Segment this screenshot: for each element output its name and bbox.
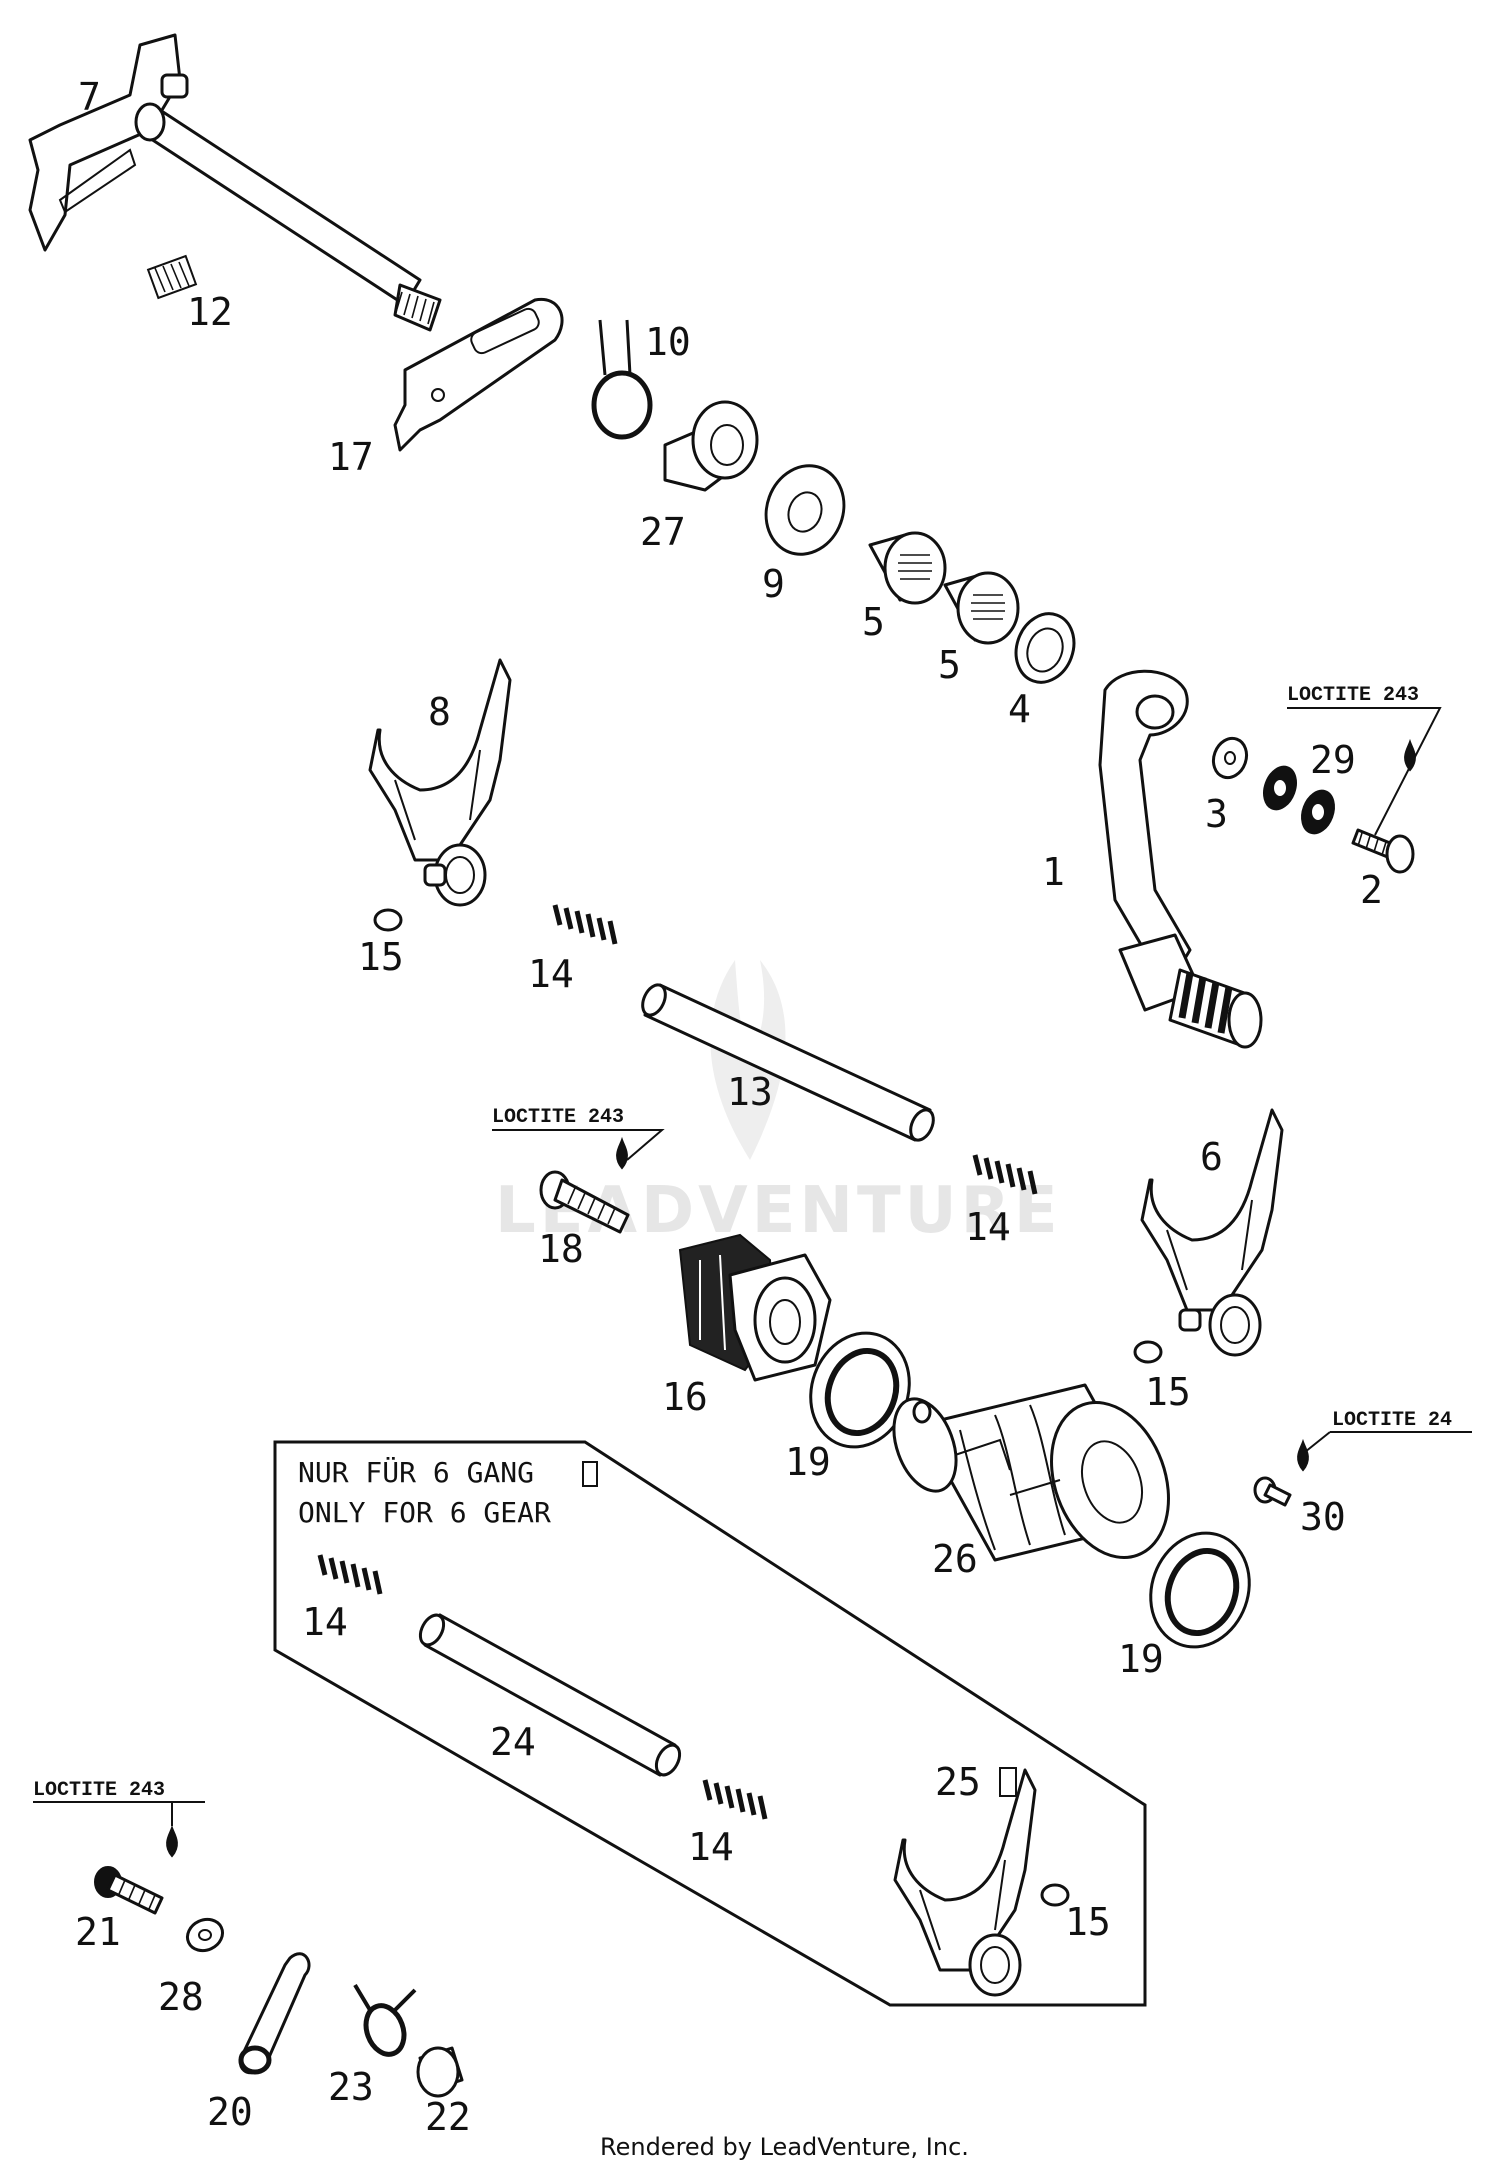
label-17: 17 bbox=[328, 435, 374, 479]
part-26-shift-drum bbox=[892, 1383, 1170, 1562]
part-27-guide bbox=[663, 400, 759, 492]
label-4: 4 bbox=[1008, 687, 1031, 731]
note-line-1: NUR FÜR 6 GANG bbox=[298, 1455, 534, 1489]
part-4-seal-ring bbox=[1014, 612, 1076, 684]
label-2: 2 bbox=[1360, 868, 1383, 912]
label-25: 25 bbox=[935, 1760, 981, 1804]
label-14c: 14 bbox=[302, 1600, 348, 1644]
part-22-roller bbox=[416, 2046, 464, 2098]
part-14-spring-a bbox=[552, 904, 618, 945]
part-5-bearing-b bbox=[943, 571, 1020, 645]
label-9: 9 bbox=[762, 562, 785, 606]
part-19-bearing-b bbox=[1149, 1531, 1251, 1649]
part-15-roller-b bbox=[1133, 1340, 1163, 1364]
loctite-text-bottom-left: LOCTITE 243 bbox=[33, 1779, 165, 1802]
label-15b: 15 bbox=[1145, 1370, 1191, 1414]
loctite-text-top-right: LOCTITE 243 bbox=[1287, 684, 1419, 707]
label-29: 29 bbox=[1310, 738, 1356, 782]
part-24-shaft bbox=[418, 1613, 682, 1777]
part-16-drum-locating bbox=[678, 1233, 832, 1382]
label-15c: 15 bbox=[1065, 1900, 1111, 1944]
label-5b: 5 bbox=[938, 643, 961, 687]
label-13: 13 bbox=[727, 1070, 773, 1114]
label-18: 18 bbox=[538, 1227, 584, 1271]
label-10: 10 bbox=[645, 320, 691, 364]
label-19b: 19 bbox=[1118, 1637, 1164, 1681]
loctite-leader-top-right bbox=[1287, 707, 1442, 836]
label-14d: 14 bbox=[688, 1825, 734, 1869]
part-1-shift-lever bbox=[1098, 669, 1263, 1049]
part-14-spring-d bbox=[702, 1779, 768, 1820]
label-14a: 14 bbox=[528, 952, 574, 996]
label-3: 3 bbox=[1205, 792, 1228, 836]
part-29-nut-b bbox=[1301, 789, 1335, 835]
part-30-screw bbox=[1253, 1476, 1292, 1507]
label-1: 1 bbox=[1042, 850, 1065, 894]
part-29-nut-a bbox=[1263, 765, 1297, 811]
label-7: 7 bbox=[78, 75, 101, 119]
label-5a: 5 bbox=[862, 600, 885, 644]
part-5-bearing-a bbox=[868, 531, 947, 605]
label-14b: 14 bbox=[965, 1205, 1011, 1249]
part-14-spring-b bbox=[972, 1154, 1038, 1195]
footer-credit: Rendered by LeadVenture, Inc. bbox=[600, 2133, 969, 2161]
part-15-roller-a bbox=[373, 908, 403, 932]
loctite-leader-right bbox=[1304, 1431, 1472, 1453]
part-10-spring-clip bbox=[591, 319, 653, 440]
label-28: 28 bbox=[158, 1975, 204, 2019]
part-6-shift-fork bbox=[1140, 1108, 1284, 1357]
loctite-drop-right bbox=[1297, 1438, 1309, 1472]
part-25-placeholder-box bbox=[999, 1767, 1017, 1797]
part-7-shift-shaft bbox=[28, 33, 442, 332]
part-14-spring-c bbox=[317, 1554, 383, 1595]
label-20: 20 bbox=[207, 2090, 253, 2134]
label-26: 26 bbox=[932, 1537, 978, 1581]
label-30: 30 bbox=[1300, 1495, 1346, 1539]
part-3-washer bbox=[1211, 736, 1249, 780]
label-24: 24 bbox=[490, 1720, 536, 1764]
loctite-drop-bottom-left bbox=[166, 1824, 178, 1858]
loctite-leader-bottom-left bbox=[33, 1801, 205, 1826]
label-19a: 19 bbox=[785, 1440, 831, 1484]
part-28-washer bbox=[185, 1917, 225, 1953]
part-15-roller-c bbox=[1040, 1883, 1070, 1907]
label-16: 16 bbox=[662, 1375, 708, 1419]
part-20-lever bbox=[238, 1952, 311, 2075]
loctite-drop-middle-left bbox=[616, 1136, 628, 1170]
label-22: 22 bbox=[425, 2095, 471, 2139]
part-8-shift-fork bbox=[368, 658, 512, 907]
label-6: 6 bbox=[1200, 1135, 1223, 1179]
part-23-spring bbox=[353, 1983, 417, 2057]
part-9-washer bbox=[764, 464, 846, 556]
part-18-bolt bbox=[539, 1170, 630, 1234]
part-19-bearing-a bbox=[809, 1331, 911, 1449]
part-2-bolt bbox=[1351, 828, 1415, 874]
part-17-locking-plate bbox=[393, 297, 564, 452]
loctite-text-middle-left: LOCTITE 243 bbox=[492, 1106, 624, 1129]
loctite-leader-middle-left bbox=[492, 1129, 665, 1161]
label-23: 23 bbox=[328, 2065, 374, 2109]
label-27: 27 bbox=[640, 510, 686, 554]
part-21-bolt bbox=[94, 1866, 164, 1915]
label-12: 12 bbox=[187, 290, 233, 334]
part-25-shift-fork bbox=[893, 1767, 1037, 1997]
label-8: 8 bbox=[428, 690, 451, 734]
loctite-text-right: LOCTITE 24 bbox=[1332, 1409, 1452, 1432]
six-gear-group-outline bbox=[273, 1440, 1147, 2007]
note-line-2: ONLY FOR 6 GEAR bbox=[298, 1496, 551, 1529]
label-15a: 15 bbox=[358, 935, 404, 979]
label-21: 21 bbox=[75, 1910, 121, 1954]
part-12-spring bbox=[146, 254, 198, 300]
note-placeholder-box bbox=[582, 1461, 598, 1487]
part-13-shaft bbox=[641, 983, 935, 1142]
